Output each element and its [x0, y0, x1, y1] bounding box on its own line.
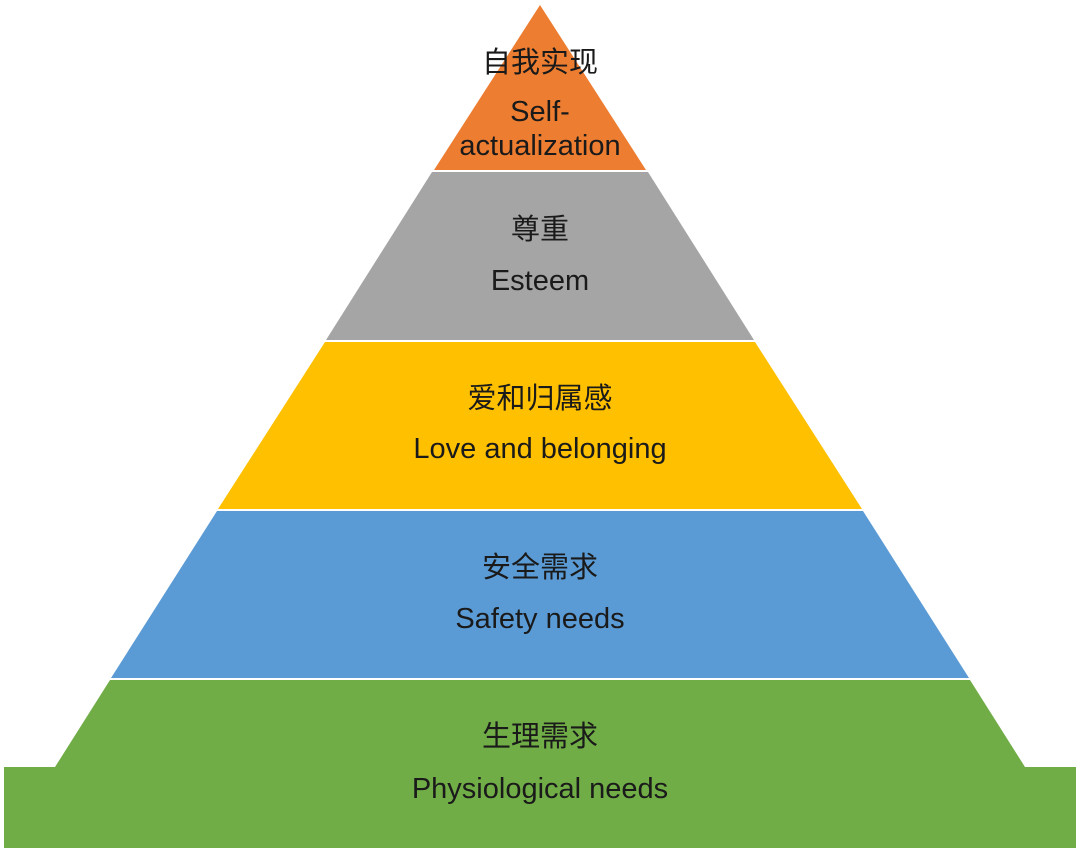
- level-safety-zh: 安全需求: [482, 550, 598, 584]
- level-physiological: 生理需求 Physiological needs: [4, 680, 1076, 848]
- level-love-belonging-shape: [218, 342, 862, 509]
- level-love-belonging: 爱和归属感 Love and belonging: [218, 342, 862, 509]
- level-love-belonging-zh: 爱和归属感: [467, 381, 612, 415]
- level-self-actualization: 自我实现 Self- actualization: [434, 5, 646, 170]
- level-physiological-zh: 生理需求: [482, 719, 598, 753]
- level-physiological-en: Physiological needs: [412, 773, 668, 805]
- level-safety-en: Safety needs: [455, 603, 624, 635]
- level-esteem-en: Esteem: [491, 265, 589, 297]
- level-safety-shape: [111, 511, 969, 678]
- level-self-actualization-en-line1: Self-: [510, 96, 570, 128]
- level-esteem: 尊重 Esteem: [326, 172, 754, 340]
- level-love-belonging-en: Love and belonging: [413, 433, 666, 465]
- level-self-actualization-zh: 自我实现: [482, 45, 598, 79]
- level-self-actualization-shape: [434, 5, 646, 170]
- level-self-actualization-en-line2: actualization: [459, 130, 620, 162]
- level-physiological-shape: [4, 680, 1076, 848]
- level-safety: 安全需求 Safety needs: [111, 511, 969, 678]
- level-esteem-zh: 尊重: [511, 212, 569, 246]
- level-esteem-shape: [326, 172, 754, 340]
